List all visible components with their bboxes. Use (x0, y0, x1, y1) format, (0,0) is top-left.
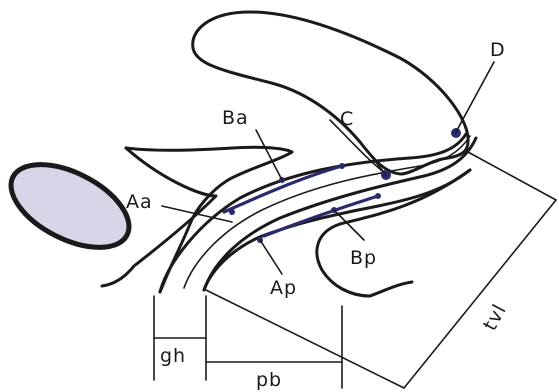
leader-d (456, 62, 494, 132)
label-c: C (340, 108, 354, 130)
label-pb: pb (256, 369, 282, 391)
pubic-bone (0, 148, 142, 265)
tvl-extension-top (468, 152, 556, 200)
posterior-wall-outline (204, 170, 470, 290)
rectum-outline (317, 170, 470, 296)
leader-c (350, 130, 386, 175)
label-d: D (490, 39, 506, 61)
uterus-outline (193, 12, 468, 174)
end-marker-1 (339, 163, 345, 169)
tvl-extension-bottom (206, 290, 404, 388)
label-aa: Aa (126, 191, 153, 213)
label-ap: Ap (270, 277, 297, 299)
label-ba: Ba (222, 107, 249, 129)
label-bp: Bp (350, 247, 377, 269)
vaginal-anterior-wall (160, 134, 466, 292)
point-aa-dot (229, 209, 235, 215)
leader-ba (256, 130, 282, 180)
end-marker-2 (375, 193, 381, 199)
tvl-dimension-line (404, 200, 556, 388)
label-gh: gh (160, 345, 186, 367)
point-d-dot (451, 128, 461, 138)
label-tvl: tvl (479, 300, 511, 334)
leader-ap (260, 240, 282, 274)
